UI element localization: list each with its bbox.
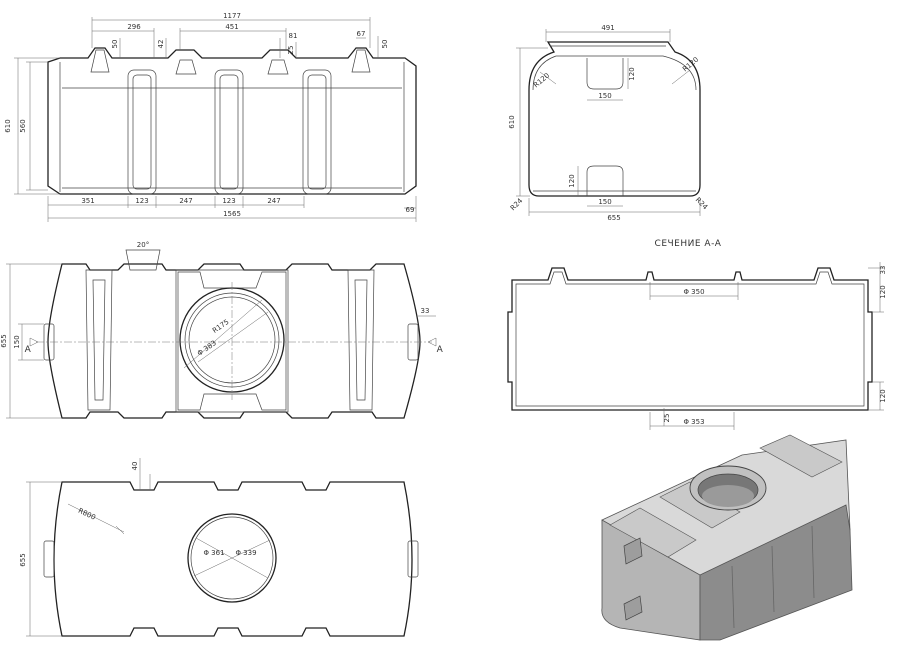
tank-top-ridge-mid [659, 481, 741, 529]
front-dim-247-a: 247 [179, 197, 192, 205]
front-view: 1177 296 451 50 42 81 25 67 50 610 560 3… [4, 12, 417, 222]
tank-top-ridge-right [759, 434, 843, 478]
end-dim-491: 491 [601, 24, 614, 32]
tank-neck-bottom [702, 485, 754, 507]
tank-top-ridge-left [609, 507, 697, 558]
front-dim-123-b: 123 [222, 197, 235, 205]
section-mark-right: A [437, 345, 444, 355]
front-dim-25: 25 [287, 46, 295, 55]
section-dim-120-bottom: 120 [879, 389, 887, 402]
front-dim-123-a: 123 [135, 197, 148, 205]
end-radius-left: R120 [532, 72, 551, 90]
front-dim-610: 610 [4, 119, 12, 132]
top-angle: 20° [137, 241, 149, 249]
top-view: 20° 655 150 R175 Φ 383 33 A A [0, 241, 444, 419]
tank-side-rib-3 [811, 525, 815, 599]
section-top-diameter: Φ 350 [683, 288, 704, 296]
end-dim-hatch-top-width: 150 [598, 92, 611, 100]
bottom-outer-diameter: Φ 361 [203, 549, 224, 557]
front-dim-1565: 1565 [223, 210, 241, 218]
section-dim-33: 33 [879, 266, 887, 275]
section-title: СЕЧЕНИЕ А-А [655, 239, 722, 249]
bottom-radius: R800 [77, 507, 97, 522]
front-dim-42: 42 [157, 40, 165, 49]
tank-side-face [699, 504, 853, 641]
end-dim-hatch-bottom-width: 150 [598, 198, 611, 206]
end-dim-hatch-bottom-height: 120 [568, 174, 576, 187]
end-corner-right: R24 [694, 196, 710, 212]
front-dim-247-b: 247 [267, 197, 280, 205]
bottom-inner-diameter: Φ 339 [235, 549, 256, 557]
end-dim-hatch-top-height: 120 [628, 67, 636, 80]
end-dim-655: 655 [607, 214, 620, 222]
front-dim-1177: 1177 [223, 12, 241, 20]
end-dim-610: 610 [508, 115, 516, 128]
front-dim-81: 81 [289, 32, 298, 40]
section-dim-25: 25 [663, 414, 671, 423]
bottom-dim-655: 655 [19, 553, 27, 566]
front-dim-451: 451 [225, 23, 238, 31]
isometric-tank-render [601, 434, 853, 641]
tank-side-rib-2 [771, 545, 775, 613]
front-dim-296: 296 [127, 23, 141, 31]
top-dim-655: 655 [0, 334, 8, 347]
front-dim-351: 351 [81, 197, 94, 205]
bottom-view: 40 R800 655 Φ 361 Φ 339 [19, 458, 419, 637]
front-dim-69: 69 [406, 206, 415, 214]
tank-side-rib-1 [731, 565, 735, 629]
front-dim-50-left: 50 [111, 40, 119, 49]
front-dim-67: 67 [357, 30, 366, 38]
top-dim-150: 150 [13, 335, 21, 348]
section-bottom-diameter: Φ 353 [683, 418, 704, 426]
end-corner-left: R24 [509, 197, 525, 213]
tank-hatch-bottom [623, 595, 643, 621]
bottom-dim-40: 40 [131, 462, 139, 471]
front-dim-50-right: 50 [381, 40, 389, 49]
top-dim-33: 33 [421, 307, 430, 315]
end-radius-right: R120 [681, 56, 700, 74]
top-neck-radius: R175 [211, 318, 231, 335]
end-view: 491 R120 R120 120 150 610 120 150 R24 R2… [508, 24, 709, 222]
section-dim-120-top: 120 [879, 285, 887, 298]
tank-hatch-top [623, 537, 643, 565]
front-dim-560: 560 [19, 119, 27, 132]
section-view: СЕЧЕНИЕ А-А Φ 350 33 120 120 25 Φ 353 [507, 239, 887, 430]
section-mark-left: A [25, 345, 32, 355]
